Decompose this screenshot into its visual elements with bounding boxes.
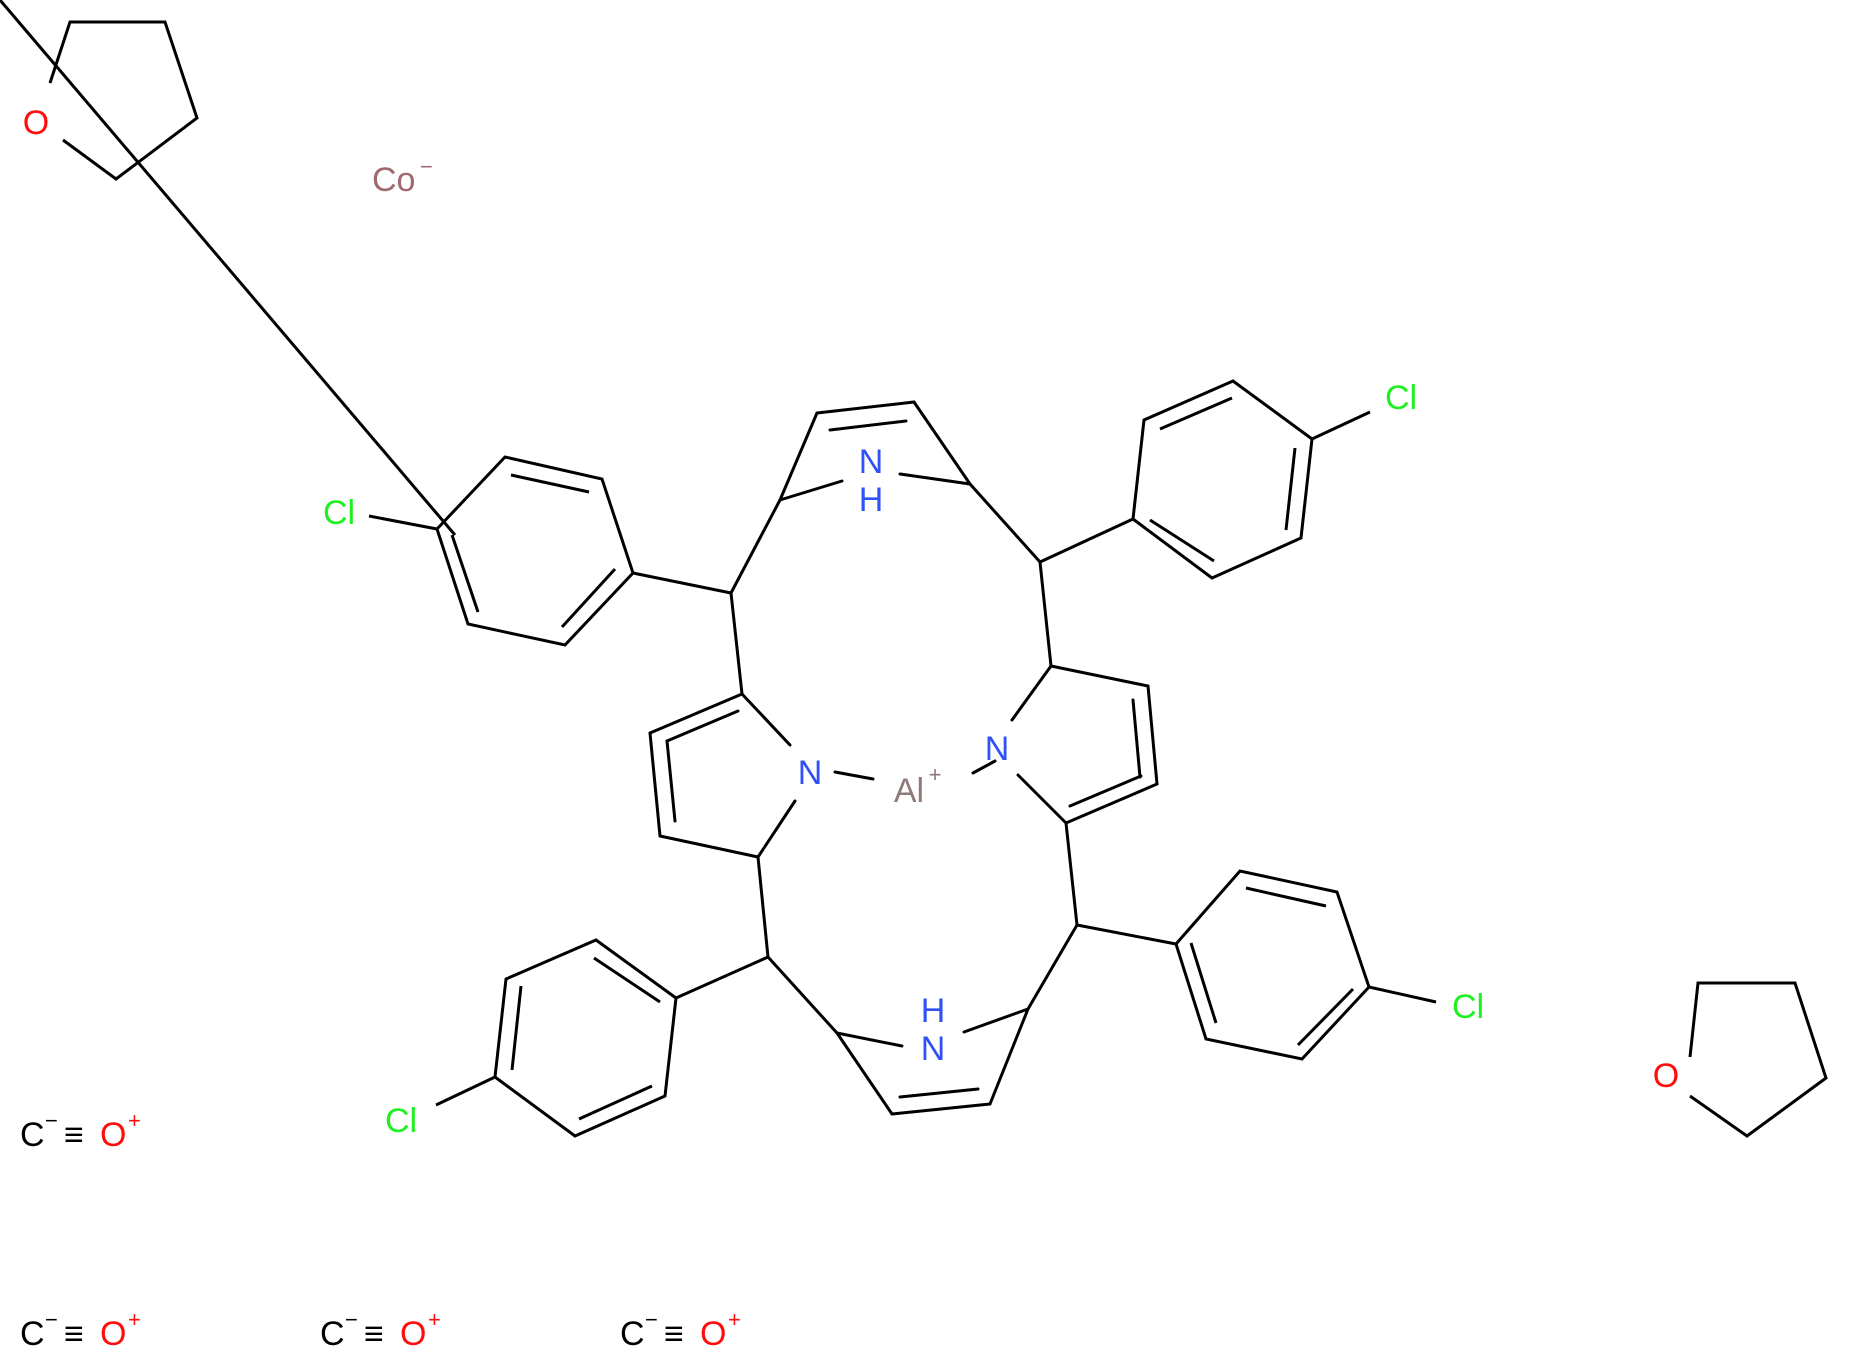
carbonyl-oxygen: O xyxy=(100,1116,126,1154)
carbonyl-oxygen: O xyxy=(100,1315,126,1353)
carbonyl-carbon-charge: − xyxy=(45,1108,58,1133)
chlorine-bottom-left: Cl xyxy=(385,1102,417,1140)
chlorophenyl-bottom-left xyxy=(435,938,769,1138)
carbonyl-oxygen-charge: + xyxy=(428,1307,441,1332)
carbonyl-triple-bond: ≡ xyxy=(64,1116,84,1154)
thf-ring-right xyxy=(1688,981,1828,1138)
carbonyl-triple-bond: ≡ xyxy=(664,1315,684,1353)
chlorine-top-left: Cl xyxy=(323,494,355,532)
carbonyl-oxygen-charge: + xyxy=(128,1108,141,1133)
carbonyl-carbon: C xyxy=(620,1315,645,1353)
chlorophenyl-bottom-right xyxy=(1076,869,1437,1061)
cobalt-anion: Co − xyxy=(372,154,433,199)
nitrogen-left: N xyxy=(798,754,823,792)
carbonyl-carbon-charge: − xyxy=(645,1307,658,1332)
carbonyl-oxygen-charge: + xyxy=(128,1307,141,1332)
porphyrin-macrocycle xyxy=(648,400,1159,1116)
nitrogen-bottom-h: H xyxy=(921,992,946,1030)
carbonyl-3: C − ≡ O + xyxy=(320,1307,441,1353)
aluminum-charge: + xyxy=(929,762,942,787)
carbonyl-carbon-charge: − xyxy=(45,1307,58,1332)
carbonyl-carbon: C xyxy=(20,1315,45,1353)
aluminum-cation: Al + xyxy=(894,762,942,810)
carbonyl-triple-bond: ≡ xyxy=(364,1315,384,1353)
chlorophenyl-top-right xyxy=(1039,379,1371,580)
thf-oxygen-right: O xyxy=(1653,1057,1679,1095)
nitrogen-right: N xyxy=(985,730,1010,768)
carbonyl-oxygen: O xyxy=(400,1315,426,1353)
carbonyl-triple-bond: ≡ xyxy=(64,1315,84,1353)
carbonyl-oxygen: O xyxy=(700,1315,726,1353)
nitrogen-top-h: H xyxy=(859,481,884,519)
carbonyl-carbon: C xyxy=(20,1116,45,1154)
nitrogen-top-n: N xyxy=(859,443,884,481)
chlorophenyl-top-left xyxy=(0,0,732,647)
cobalt-symbol: Co xyxy=(372,161,415,199)
thf-ring-top-left xyxy=(48,20,199,181)
carbonyl-carbon: C xyxy=(320,1315,345,1353)
carbonyl-4: C − ≡ O + xyxy=(620,1307,741,1353)
carbonyl-oxygen-charge: + xyxy=(728,1307,741,1332)
carbonyl-1: C − ≡ O + xyxy=(20,1108,141,1154)
chlorine-bottom-right: Cl xyxy=(1452,988,1484,1026)
carbonyl-2: C − ≡ O + xyxy=(20,1307,141,1353)
cobalt-charge: − xyxy=(420,154,433,179)
chlorine-top-right: Cl xyxy=(1385,379,1417,417)
carbonyl-carbon-charge: − xyxy=(345,1307,358,1332)
nitrogen-bottom-n: N xyxy=(921,1030,946,1068)
aluminum-symbol: Al xyxy=(894,772,924,810)
thf-oxygen-top-left: O xyxy=(23,104,49,142)
